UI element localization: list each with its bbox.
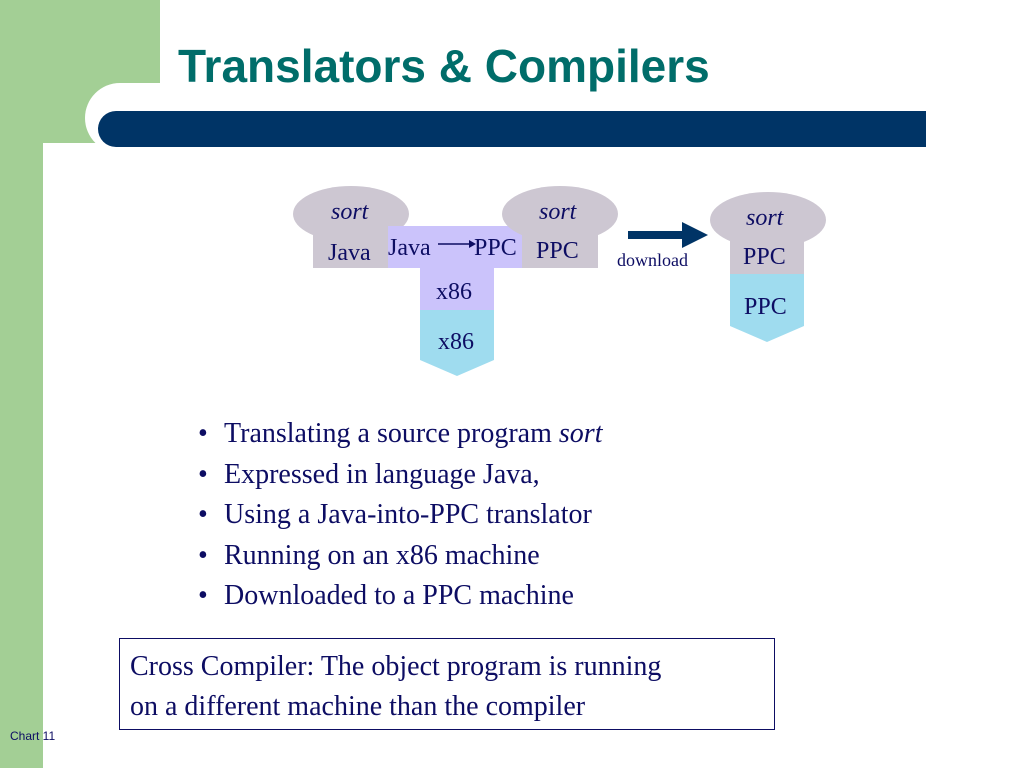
- source-program-base: [313, 226, 389, 268]
- source-program-language: Java: [328, 240, 371, 266]
- host-machine-label: x86: [438, 329, 474, 355]
- bullet-item: Expressed in language Java,: [196, 455, 602, 496]
- translator-implementation-language: x86: [436, 279, 472, 305]
- green-accent-side: [0, 143, 43, 768]
- bullet-item: Running on an x86 machine: [196, 536, 602, 577]
- source-program-name: sort: [331, 199, 369, 225]
- slide-number: Chart 11: [10, 729, 56, 743]
- bullet-list: Translating a source program sort Expres…: [196, 414, 602, 617]
- title-bar: [98, 111, 926, 147]
- target-machine-shape: [730, 274, 804, 342]
- cross-compiler-callout: Cross Compiler: The object program is ru…: [119, 638, 775, 730]
- callout-line-1: Cross Compiler: The object program is ru…: [130, 651, 662, 682]
- translator-arrow-icon: [438, 240, 476, 248]
- bullet-item: Translating a source program sort: [196, 414, 602, 455]
- object-program-base: [522, 226, 598, 268]
- target-program-name: sort: [746, 205, 784, 231]
- callout-line-2: on a different machine than the compiler: [130, 691, 586, 722]
- translator-source-language: Java: [388, 235, 431, 261]
- t-diagram: sort Java Java PPC x86 sort PPC x86 down…: [290, 180, 850, 380]
- translator-top: [388, 226, 522, 268]
- bullet-item: Using a Java-into-PPC translator: [196, 495, 602, 536]
- bullet-emphasis: sort: [558, 418, 603, 449]
- download-arrow-icon: [628, 222, 708, 248]
- translator-stem: [420, 268, 494, 310]
- translator-target-language: PPC: [474, 235, 517, 261]
- slide-title: Translators & Compilers: [178, 40, 710, 92]
- target-program-language: PPC: [743, 244, 786, 270]
- target-machine-label: PPC: [744, 294, 787, 320]
- object-program-name: sort: [539, 199, 577, 225]
- download-label: download: [617, 250, 688, 270]
- object-program-language: PPC: [536, 238, 579, 264]
- bullet-item: Downloaded to a PPC machine: [196, 576, 602, 617]
- target-program-base: [730, 232, 804, 274]
- host-machine-shape: [420, 310, 494, 376]
